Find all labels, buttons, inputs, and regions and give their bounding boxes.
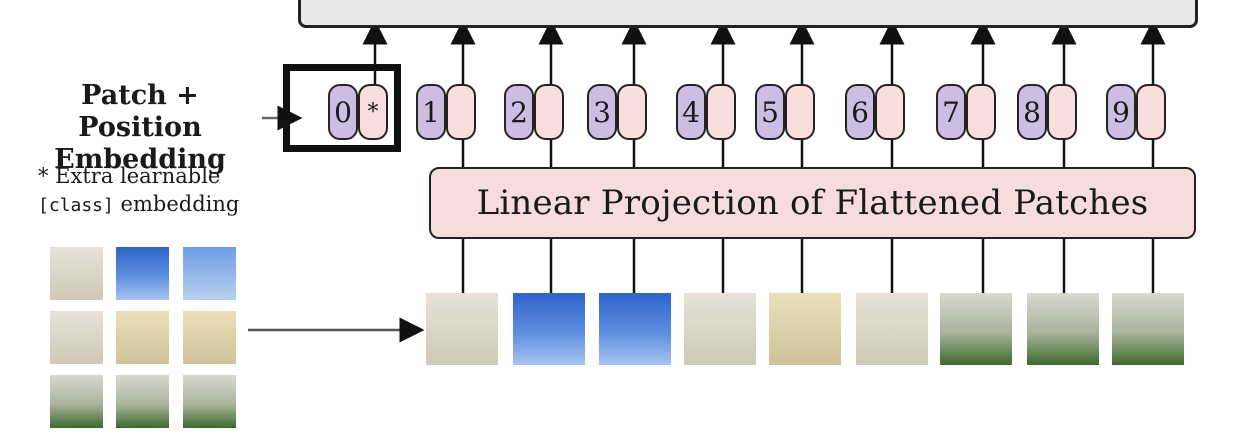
note-line1: * Extra learnable [38, 164, 221, 188]
class-token-highlight [283, 64, 401, 152]
flattened-patch-7 [940, 293, 1012, 365]
token-9: 9 [1106, 84, 1166, 140]
flattened-patch-2 [513, 293, 585, 365]
patch-embedding-2 [534, 84, 564, 140]
note-class-code: [class] [38, 195, 114, 216]
embedding-label-line1: Patch + Position [78, 80, 202, 143]
grid-patch-8 [116, 375, 169, 428]
flattened-patch-1 [426, 293, 498, 365]
linear-projection-label: Linear Projection of Flattened Patches [476, 183, 1149, 223]
token-output-arrows [362, 19, 1166, 84]
grid-patch-3 [183, 247, 236, 300]
token-1: 1 [416, 84, 476, 140]
position-embedding-2: 2 [504, 84, 534, 140]
note-line2-rest: embedding [113, 192, 240, 216]
patch-embedding-5 [785, 84, 815, 140]
token-5: 5 [755, 84, 815, 140]
token-4: 4 [676, 84, 736, 140]
projection-to-token-links [461, 140, 1155, 167]
grid-patch-4 [50, 311, 103, 364]
flattened-patch-4 [684, 293, 756, 365]
token-7: 7 [936, 84, 996, 140]
patch-to-projection-links [461, 236, 1155, 293]
position-embedding-1: 1 [416, 84, 446, 140]
grid-patch-1 [50, 247, 103, 300]
flattened-patch-9 [1112, 293, 1184, 365]
transformer-encoder-box [298, 0, 1198, 28]
grid-patch-5 [116, 311, 169, 364]
position-embedding-7: 7 [936, 84, 966, 140]
flattened-patch-3 [599, 293, 671, 365]
position-embedding-0: 0 [328, 84, 358, 140]
token-3: 3 [587, 84, 647, 140]
position-embedding-9: 9 [1106, 84, 1136, 140]
position-embedding-8: 8 [1017, 84, 1047, 140]
grid-patch-6 [183, 311, 236, 364]
patch-embedding-8 [1047, 84, 1077, 140]
patch-embedding-6 [875, 84, 905, 140]
token-2: 2 [504, 84, 564, 140]
token-8: 8 [1017, 84, 1077, 140]
position-embedding-5: 5 [755, 84, 785, 140]
patch-embedding-7 [966, 84, 996, 140]
position-embedding-3: 3 [587, 84, 617, 140]
position-embedding-6: 6 [845, 84, 875, 140]
class-token-note: * Extra learnable [class] embedding [38, 162, 278, 220]
grid-patch-9 [183, 375, 236, 428]
position-embedding-4: 4 [676, 84, 706, 140]
linear-projection-box: Linear Projection of Flattened Patches [429, 167, 1196, 239]
flattened-patch-6 [856, 293, 928, 365]
patch-embedding-9 [1136, 84, 1166, 140]
embedding-label: Patch + Position Embedding [20, 80, 260, 176]
token-0: 0* [328, 84, 388, 140]
grid-patch-2 [116, 247, 169, 300]
patch-embedding-1 [446, 84, 476, 140]
note-line2: [class] embedding [38, 190, 278, 220]
patch-embedding-4 [706, 84, 736, 140]
embedding-label-line2: Embedding [54, 144, 226, 175]
token-6: 6 [845, 84, 905, 140]
flattened-patch-5 [769, 293, 841, 365]
patch-embedding-3 [617, 84, 647, 140]
grid-patch-7 [50, 375, 103, 428]
flattened-patch-8 [1027, 293, 1099, 365]
class-token-embedding: * [358, 84, 388, 140]
